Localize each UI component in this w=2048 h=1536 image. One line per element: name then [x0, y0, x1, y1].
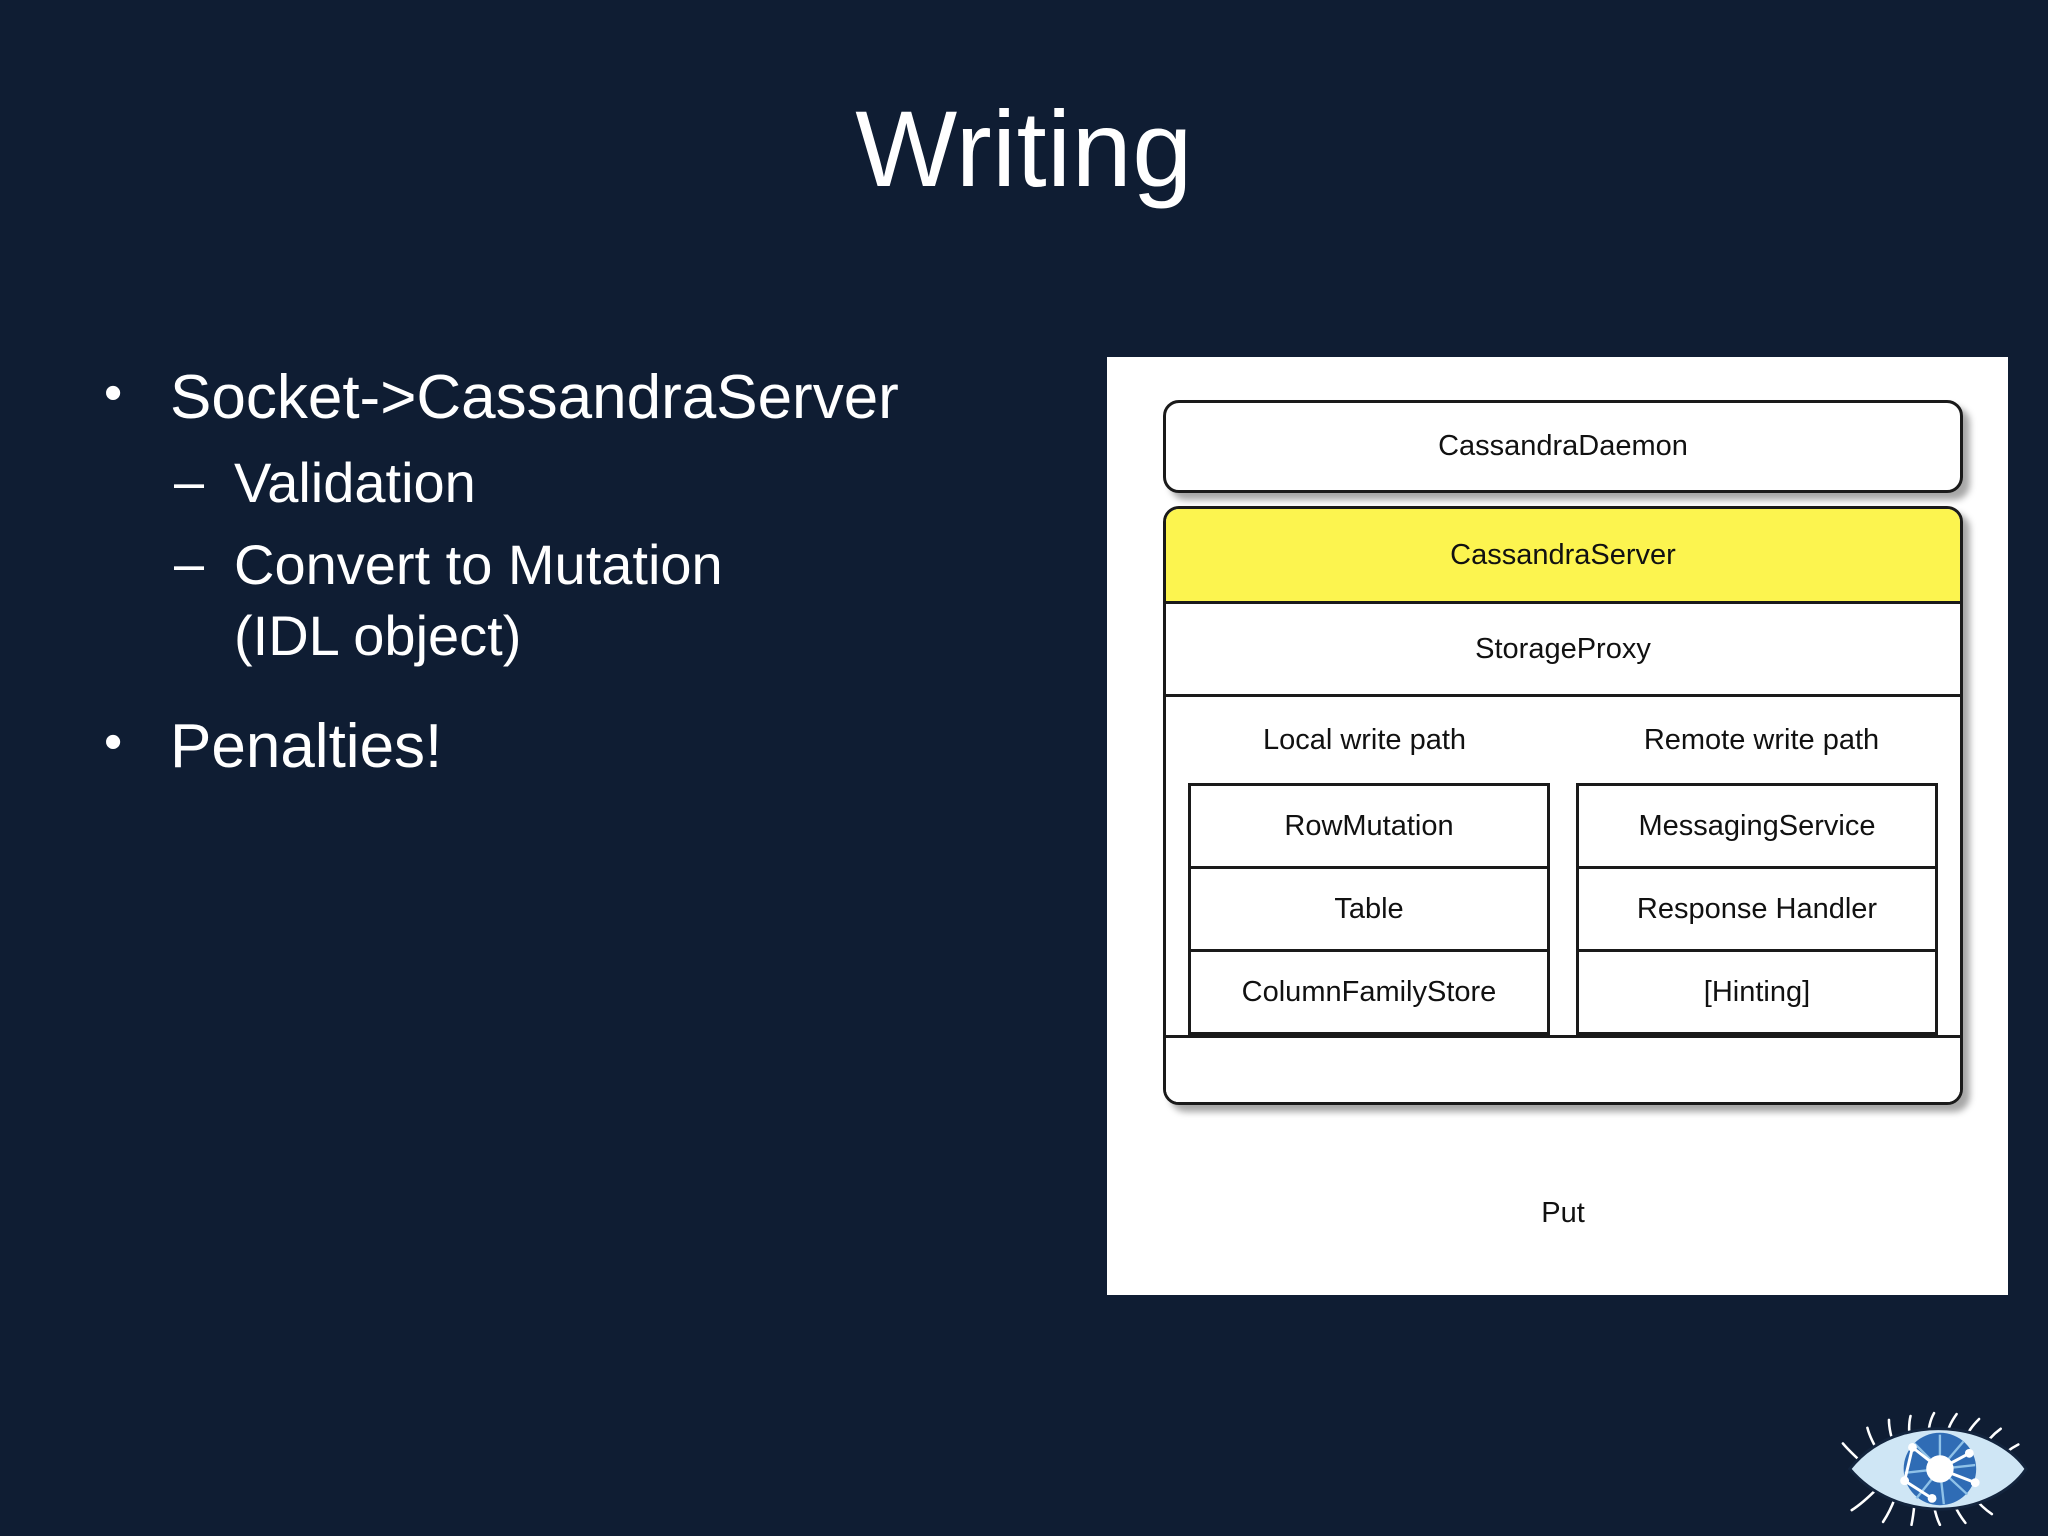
- eye-logo: [1838, 1408, 2034, 1527]
- list-item-label: Convert to Mutation (IDL object): [234, 533, 723, 667]
- diagram-caption: Put: [1541, 1197, 1585, 1229]
- diagram-paths-area: Local write path Remote write path RowMu…: [1166, 697, 1960, 1102]
- list-item-label: Validation: [234, 450, 476, 514]
- diagram-node-column-family-store: ColumnFamilyStore: [1191, 952, 1547, 1035]
- diagram-remote-path-column: MessagingService Response Handler [Hinti…: [1576, 783, 1938, 1035]
- diagram-node-messaging-service: MessagingService: [1579, 786, 1935, 869]
- diagram-node-response-handler: Response Handler: [1579, 869, 1935, 952]
- list-item-label: Socket->CassandraServer: [170, 363, 899, 432]
- list-item: • Penalties!: [100, 709, 960, 785]
- bullet-list: • Socket->CassandraServer – Validation –…: [100, 360, 960, 795]
- diagram-server-stack: CassandraServer StorageProxy Local write…: [1163, 506, 1963, 1105]
- diagram-paths-columns: RowMutation Table ColumnFamilyStore Mess…: [1166, 783, 1960, 1035]
- diagram-inner: CassandraDaemon CassandraServer StorageP…: [1163, 400, 1963, 1230]
- bullet-marker: •: [104, 364, 123, 422]
- diagram-header-remote-write-path: Remote write path: [1643, 723, 1880, 756]
- diagram-node-row-mutation: RowMutation: [1191, 786, 1547, 869]
- spacer: [1163, 493, 1963, 506]
- page-title: Writing: [855, 88, 1193, 209]
- diagram-paths-header: Local write path Remote write path: [1166, 697, 1960, 783]
- diagram-node-cassandra-daemon: CassandraDaemon: [1163, 400, 1963, 493]
- sub-bullet-marker: –: [174, 534, 205, 595]
- diagram-local-path-column: RowMutation Table ColumnFamilyStore: [1188, 783, 1550, 1035]
- list-item: • Socket->CassandraServer: [100, 360, 960, 436]
- list-item: – Convert to Mutation (IDL object): [174, 530, 960, 671]
- diagram-node-cassandra-server: CassandraServer: [1166, 509, 1960, 604]
- diagram-node-storage-proxy: StorageProxy: [1166, 604, 1960, 697]
- diagram-node-table: Table: [1191, 869, 1547, 952]
- sub-bullet-marker: –: [174, 451, 205, 512]
- diagram-paths-footer: [1166, 1035, 1960, 1102]
- diagram-panel: CassandraDaemon CassandraServer StorageP…: [1107, 357, 2008, 1295]
- list-item: – Validation: [174, 448, 960, 519]
- diagram-header-local-write-path: Local write path: [1262, 723, 1467, 756]
- diagram-node-hinting: [Hinting]: [1579, 952, 1935, 1035]
- list-item-label: Penalties!: [170, 712, 443, 782]
- spacer: [100, 683, 960, 709]
- bullet-marker: •: [104, 713, 123, 772]
